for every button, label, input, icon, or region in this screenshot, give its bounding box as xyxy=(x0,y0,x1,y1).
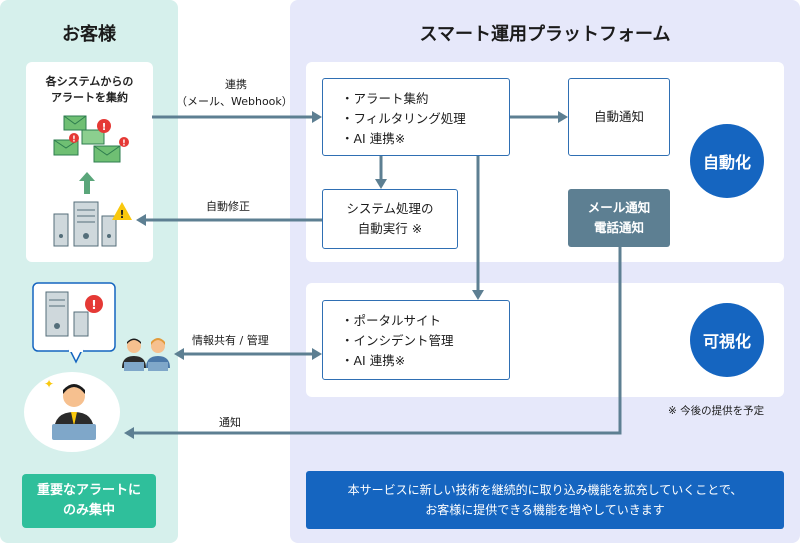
automation-badge: 自動化 xyxy=(690,124,764,198)
integration-label-1: 連携 xyxy=(225,78,247,91)
info-share-label: 情報共有 / 管理 xyxy=(192,334,269,347)
notify-box: 自動通知 xyxy=(568,78,670,156)
auto-fix-label: 自動修正 xyxy=(206,200,250,213)
future-note: ※ 今後の提供を予定 xyxy=(668,405,765,417)
portal-item-1: ・ポータルサイト xyxy=(341,313,442,328)
svg-text:!: ! xyxy=(72,135,76,144)
auto-exec-line-2: 自動実行 ※ xyxy=(357,221,423,236)
aggregate-box: ・アラート集約 ・フィルタリング処理 ・AI 連携※ xyxy=(322,78,510,156)
svg-text:!: ! xyxy=(102,122,107,133)
portal-item-3: ・AI 連携※ xyxy=(341,353,406,368)
customer-focus-banner: 重要なアラートに のみ集中 xyxy=(22,474,156,528)
mail-phone-line-2: 電話通知 xyxy=(593,220,644,235)
visualization-badge: 可視化 xyxy=(690,303,764,377)
customer-banner-line-2: のみ集中 xyxy=(62,503,115,518)
auto-exec-line-1: システム処理の xyxy=(346,201,434,216)
card-text-line-1: 各システムからの xyxy=(45,75,134,88)
platform-title: スマート運用プラットフォーム xyxy=(419,24,671,45)
aggregate-item-2: ・フィルタリング処理 xyxy=(341,111,466,126)
portal-item-2: ・インシデント管理 xyxy=(341,333,454,348)
platform-banner: 本サービスに新しい技術を継続的に取り込み機能を拡充していくことで、 お客様に提供… xyxy=(306,471,784,529)
customer-title: お客様 xyxy=(62,24,116,45)
customer-card-text: 各システムからの アラートを集約 xyxy=(26,74,153,106)
server-warning-icon: ! xyxy=(53,201,132,247)
server-alert-bubble: ! xyxy=(32,282,116,364)
platform-banner-line-1: 本サービスに新しい技術を継続的に取り込み機能を拡充していくことで、 xyxy=(347,483,743,497)
svg-text:!: ! xyxy=(91,298,96,312)
up-arrow-icon xyxy=(79,172,95,194)
customer-banner-line-1: 重要なアラートに xyxy=(36,483,141,498)
platform-banner-line-2: お客様に提供できる機能を増やしていきます xyxy=(425,503,665,517)
aggregate-item-1: ・アラート集約 xyxy=(341,91,429,106)
svg-text:✦: ✦ xyxy=(44,377,54,391)
portal-box: ・ポータルサイト ・インシデント管理 ・AI 連携※ xyxy=(322,300,510,380)
mail-phone-line-1: メール通知 xyxy=(587,200,651,215)
operator-person-icon: ✦ xyxy=(44,377,96,440)
auto-exec-box: システム処理の 自動実行 ※ xyxy=(322,189,458,249)
integration-label-2: （メール、Webhook） xyxy=(176,95,293,108)
svg-text:!: ! xyxy=(122,139,126,148)
alert-mail-icon: ! ! ! xyxy=(53,115,129,163)
svg-text:!: ! xyxy=(119,208,124,221)
notify-label-arrow: 通知 xyxy=(219,416,241,429)
mail-phone-box: メール通知 電話通知 xyxy=(568,189,670,247)
notify-label: 自動通知 xyxy=(593,109,644,124)
aggregate-item-3: ・AI 連携※ xyxy=(341,131,406,146)
notify-to-operator-arrow xyxy=(134,247,622,435)
team-members-icon xyxy=(122,338,170,371)
card-text-line-2: アラートを集約 xyxy=(51,91,128,104)
